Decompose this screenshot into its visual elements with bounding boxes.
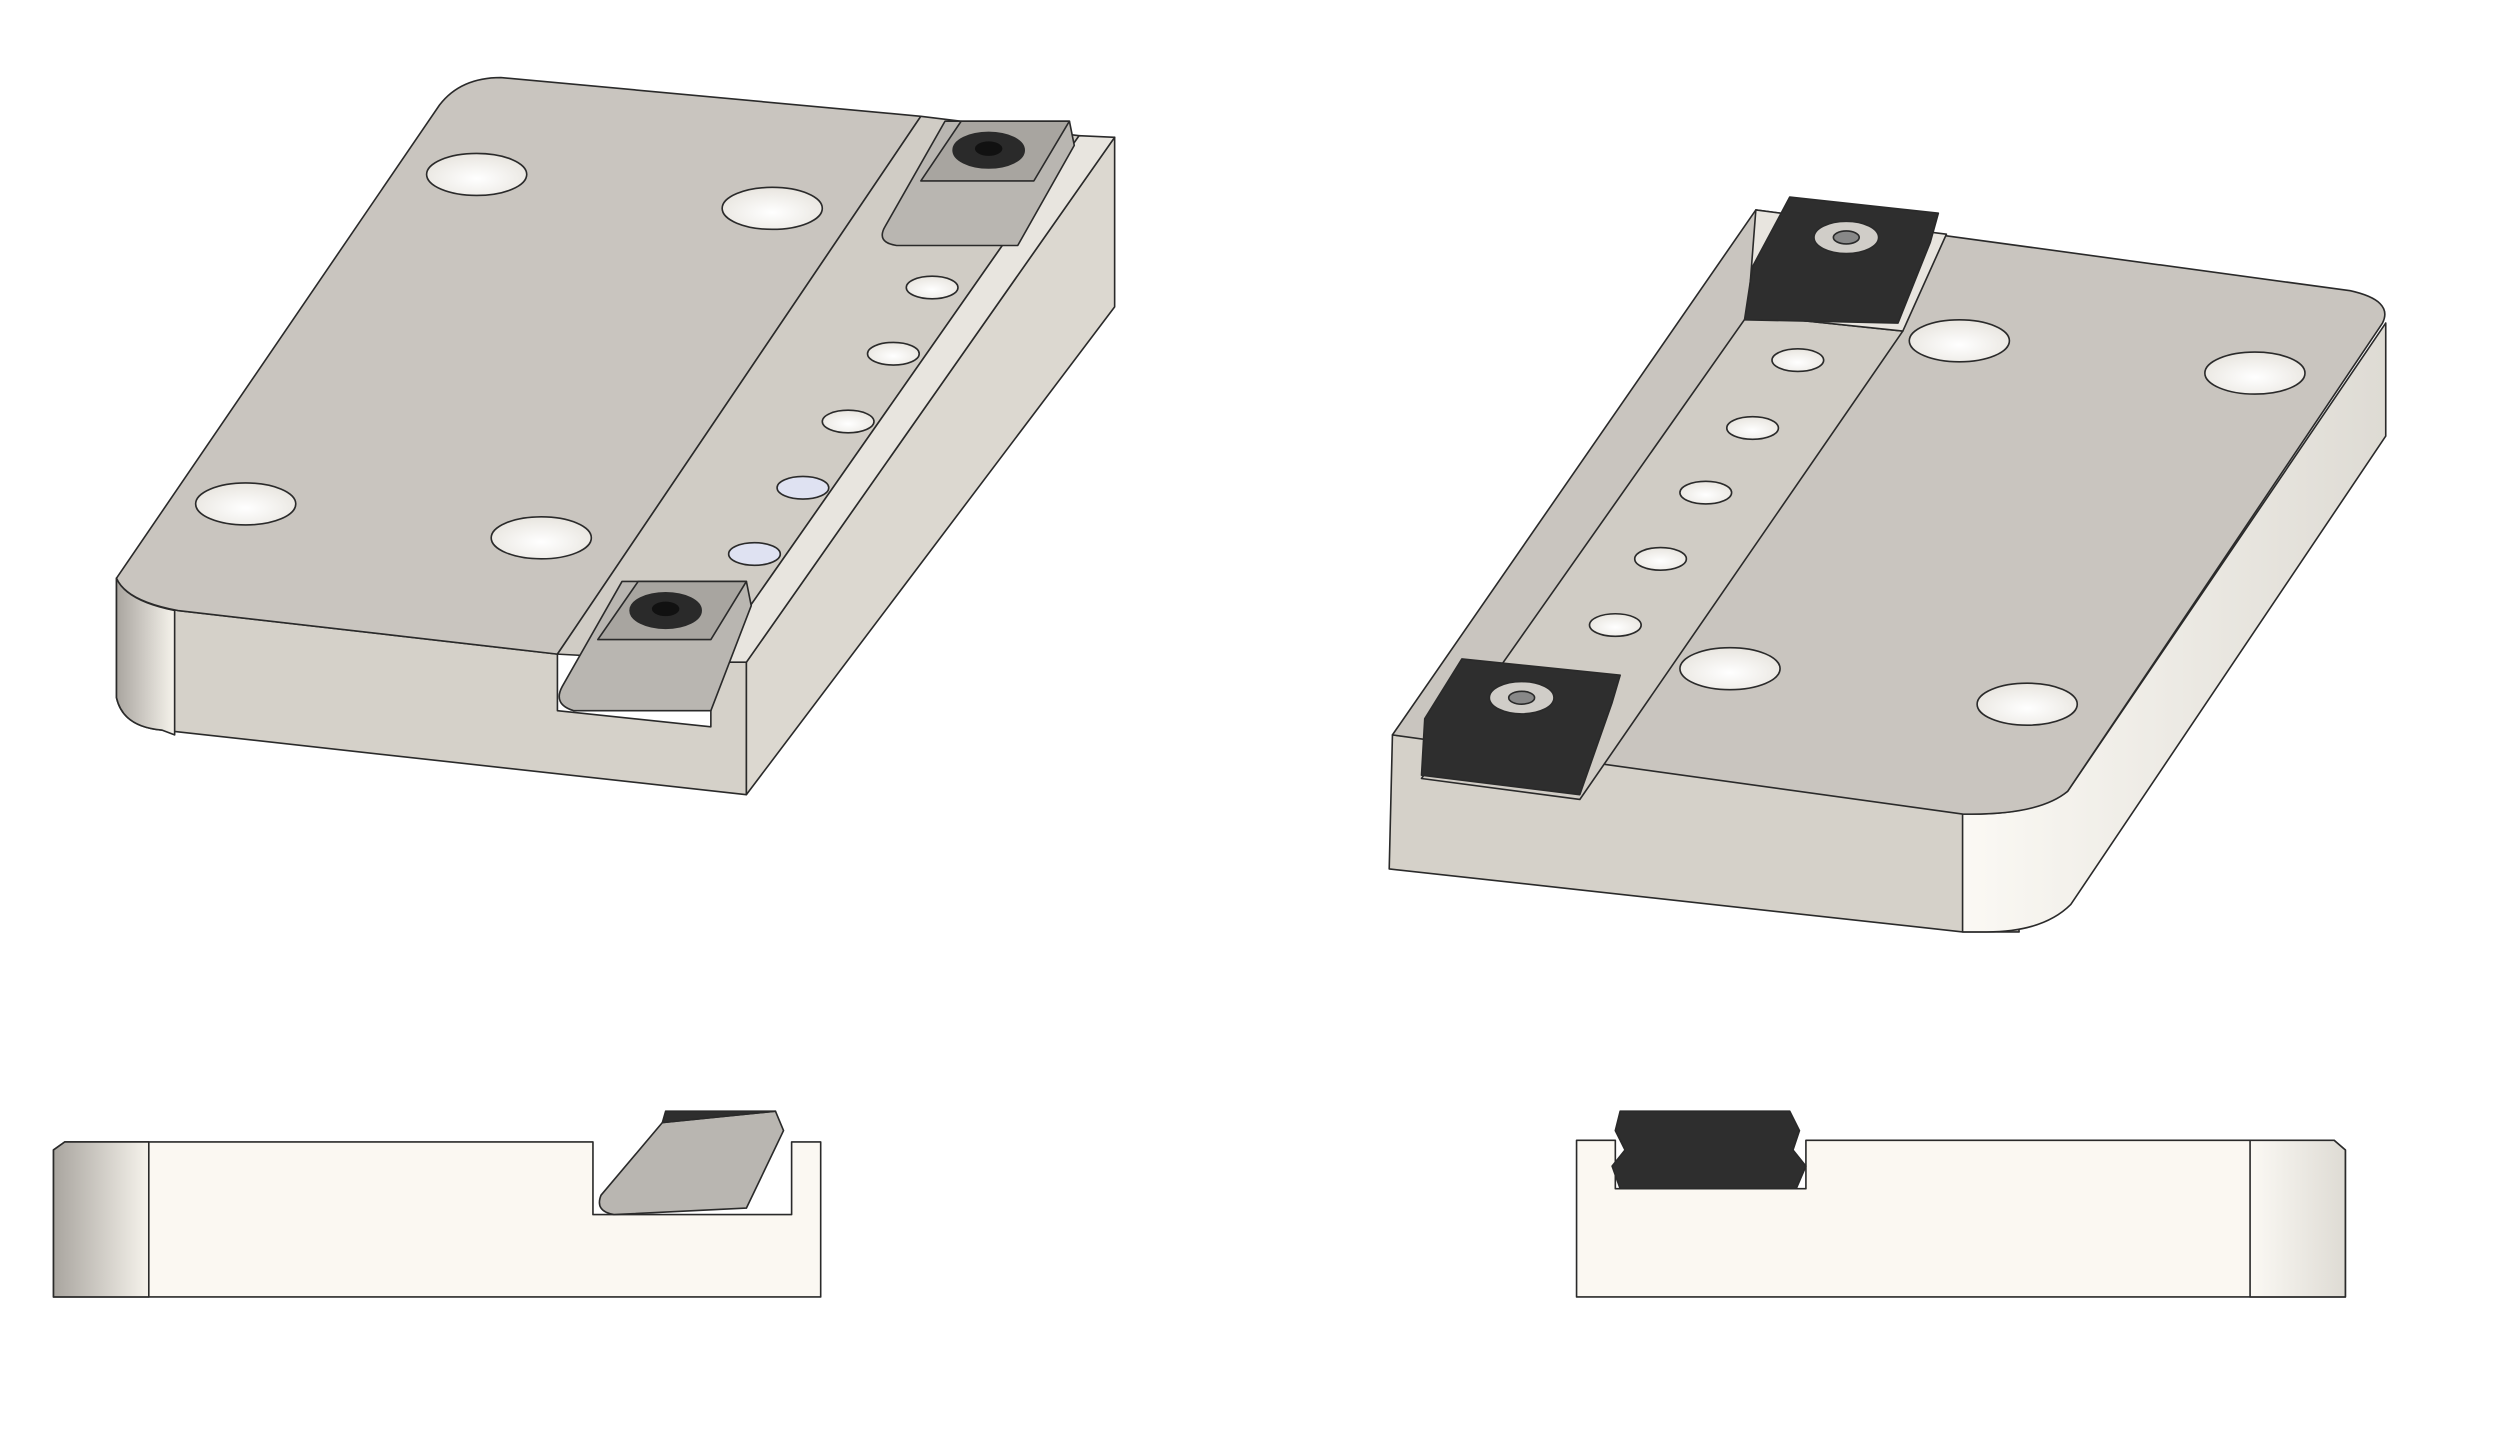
hole <box>425 152 528 197</box>
hole <box>1725 415 1780 441</box>
hole <box>821 409 875 434</box>
hole <box>194 482 297 526</box>
gray-clamp-top <box>881 120 1076 247</box>
hole <box>1908 318 2011 363</box>
gray-clamp-bottom <box>558 580 753 712</box>
counterbore-holes <box>1588 318 2306 726</box>
gray-clamp <box>598 1110 785 1216</box>
hole <box>1633 546 1688 571</box>
hole <box>1679 480 1733 505</box>
hole <box>721 186 824 231</box>
black-clamp <box>1611 1110 1807 1190</box>
hole <box>1588 612 1642 638</box>
hole <box>490 516 593 560</box>
black-clamp-top <box>1743 196 1940 324</box>
counterbore-holes <box>194 152 959 567</box>
side-view-gray-clamp <box>52 1110 822 1298</box>
hole <box>727 541 782 567</box>
hole <box>2204 351 2306 395</box>
plate-side <box>52 1141 822 1298</box>
plate-rounded-end <box>52 1141 150 1298</box>
hole <box>776 475 830 500</box>
plate-rounded-end <box>2249 1139 2347 1298</box>
hole <box>905 275 959 300</box>
hole <box>866 341 921 366</box>
iso-view-gray-clamps <box>115 76 1116 796</box>
hole <box>1679 646 1781 691</box>
side-view-black-clamp <box>1575 1110 2347 1298</box>
slot-wall-top <box>710 134 1116 664</box>
iso-view-black-clamps <box>1388 196 2387 933</box>
hole <box>1771 348 1825 373</box>
hole <box>1976 682 2079 726</box>
black-clamp-bottom <box>1420 658 1621 796</box>
